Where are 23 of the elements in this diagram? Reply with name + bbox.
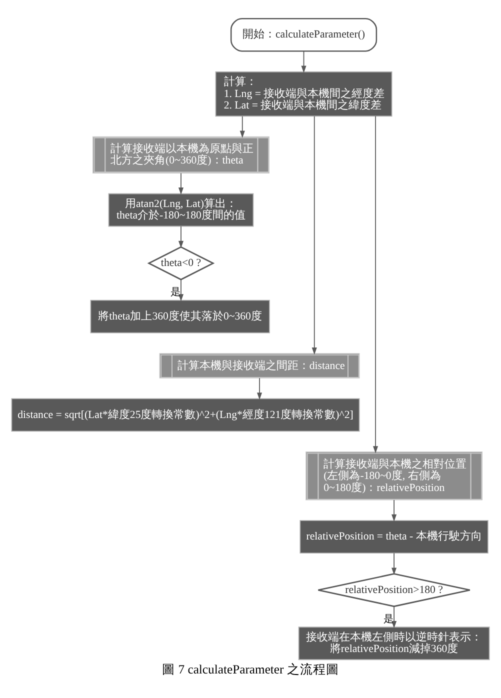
edge-label: 是 bbox=[170, 286, 181, 298]
node-box: 接收端在本機左側時以逆時針表示：將relativePosition減掉360度 bbox=[298, 626, 490, 660]
node-box: distance = sqrt[(Lat*緯度25度轉換常數)^2+(Lng*經度121度轉換常數)^2] bbox=[11, 398, 360, 432]
arrow bbox=[373, 115, 378, 453]
arrow bbox=[312, 115, 317, 354]
edge-label: 是 bbox=[384, 613, 394, 624]
arrow bbox=[178, 172, 184, 194]
caption: 圖 7 calculateParameter 之流程圖 bbox=[162, 662, 339, 676]
node-diamond: theta<0 ? bbox=[147, 246, 215, 280]
node-box: relativePosition = theta - 本機行駛方向 bbox=[300, 520, 488, 554]
arrow bbox=[178, 278, 184, 301]
node-box: 用atan2(Lng, Lat)算出：theta介於-180~180度間的值 bbox=[108, 192, 254, 226]
node-box: 開始：calculateParameter() bbox=[230, 17, 378, 52]
arrow bbox=[178, 225, 184, 248]
arrow bbox=[392, 552, 397, 574]
arrow bbox=[392, 499, 397, 522]
arrow bbox=[257, 377, 262, 400]
arrow bbox=[240, 115, 245, 138]
node-box: 計算： 1. Lng = 接收端與本機間之經度差 2. Lat = 接收端與本機間之緯度差 bbox=[215, 70, 392, 116]
node-box: 將theta加上360度使其落於0~360度 bbox=[90, 299, 270, 333]
node-diamond: relativePosition>180 ? bbox=[317, 572, 471, 607]
arrow bbox=[301, 50, 306, 73]
arrow bbox=[392, 605, 397, 628]
